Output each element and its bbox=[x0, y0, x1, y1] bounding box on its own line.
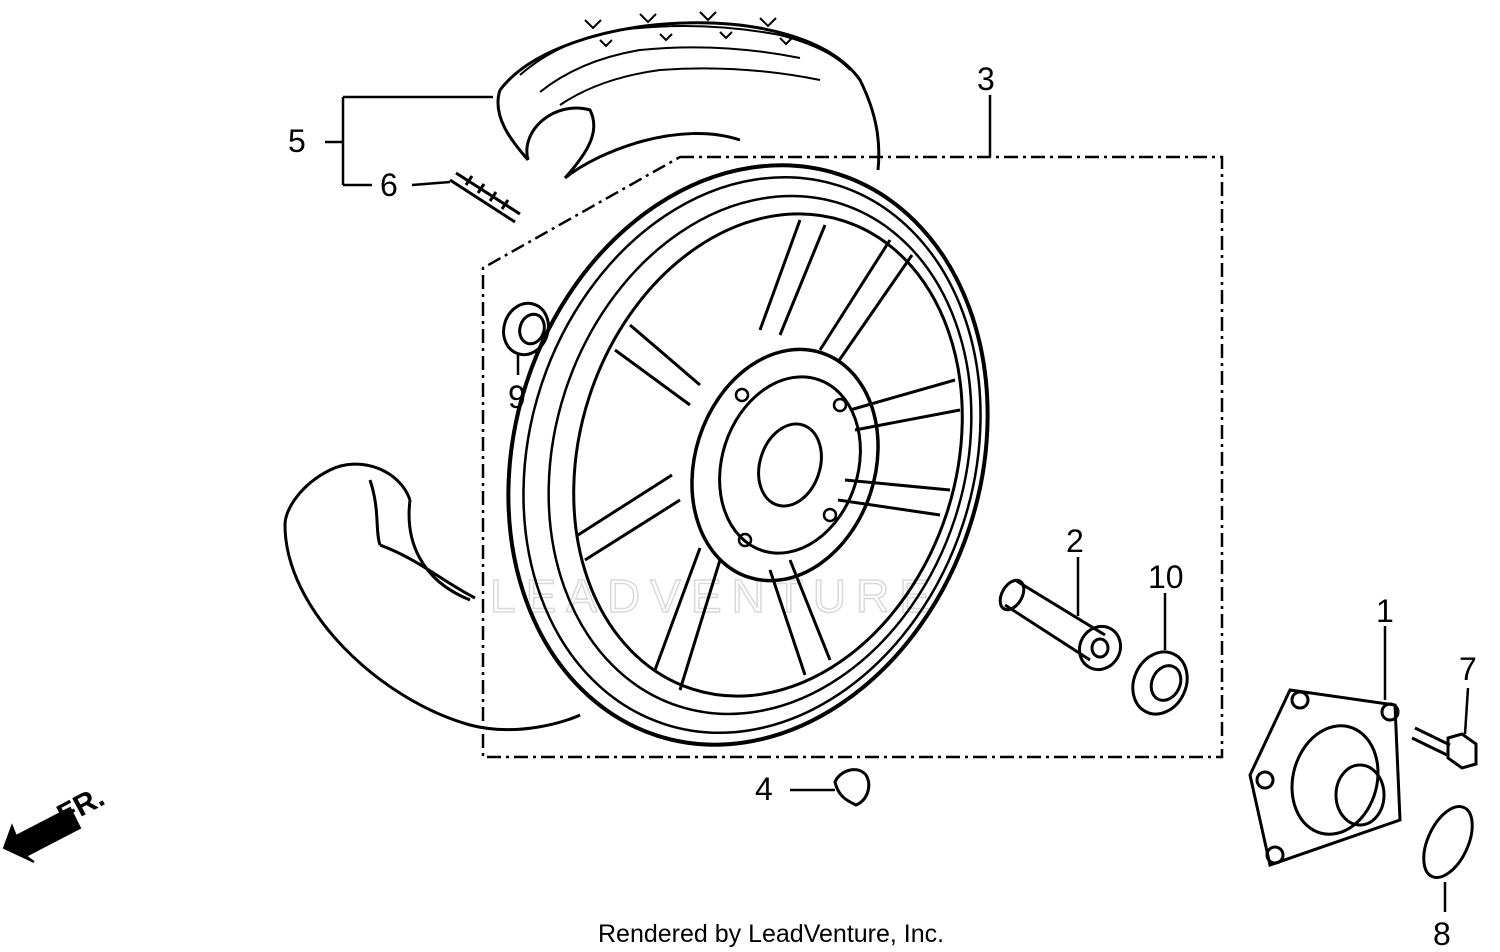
callout-7: 7 bbox=[1459, 651, 1477, 687]
valve-stem bbox=[449, 171, 521, 224]
callout-4: 4 bbox=[755, 771, 773, 807]
callout-6: 6 bbox=[380, 167, 398, 203]
bearing-10 bbox=[1131, 650, 1189, 716]
final-driven-flange bbox=[1248, 688, 1402, 867]
wheel-spokes bbox=[577, 219, 961, 691]
front-direction-arrow: FR. bbox=[2, 780, 110, 863]
footer-credit: Rendered by LeadVenture, Inc. bbox=[598, 920, 944, 948]
wheel-hub bbox=[690, 347, 880, 583]
bearing-9 bbox=[502, 301, 550, 357]
callout-2: 2 bbox=[1066, 523, 1084, 559]
assembly-outline bbox=[481, 155, 1224, 759]
bolt bbox=[1411, 726, 1478, 770]
wheel bbox=[506, 163, 990, 747]
leader-lines bbox=[325, 95, 1470, 912]
callout-9: 9 bbox=[508, 379, 526, 415]
collar bbox=[998, 578, 1123, 672]
callout-3: 3 bbox=[977, 61, 995, 97]
balance-weight bbox=[833, 768, 871, 807]
callout-8: 8 bbox=[1433, 916, 1451, 952]
o-ring bbox=[1422, 805, 1474, 879]
callout-1: 1 bbox=[1376, 593, 1394, 629]
callout-5: 5 bbox=[288, 123, 306, 159]
callout-10: 10 bbox=[1148, 559, 1184, 595]
tire-tread bbox=[519, 11, 851, 106]
